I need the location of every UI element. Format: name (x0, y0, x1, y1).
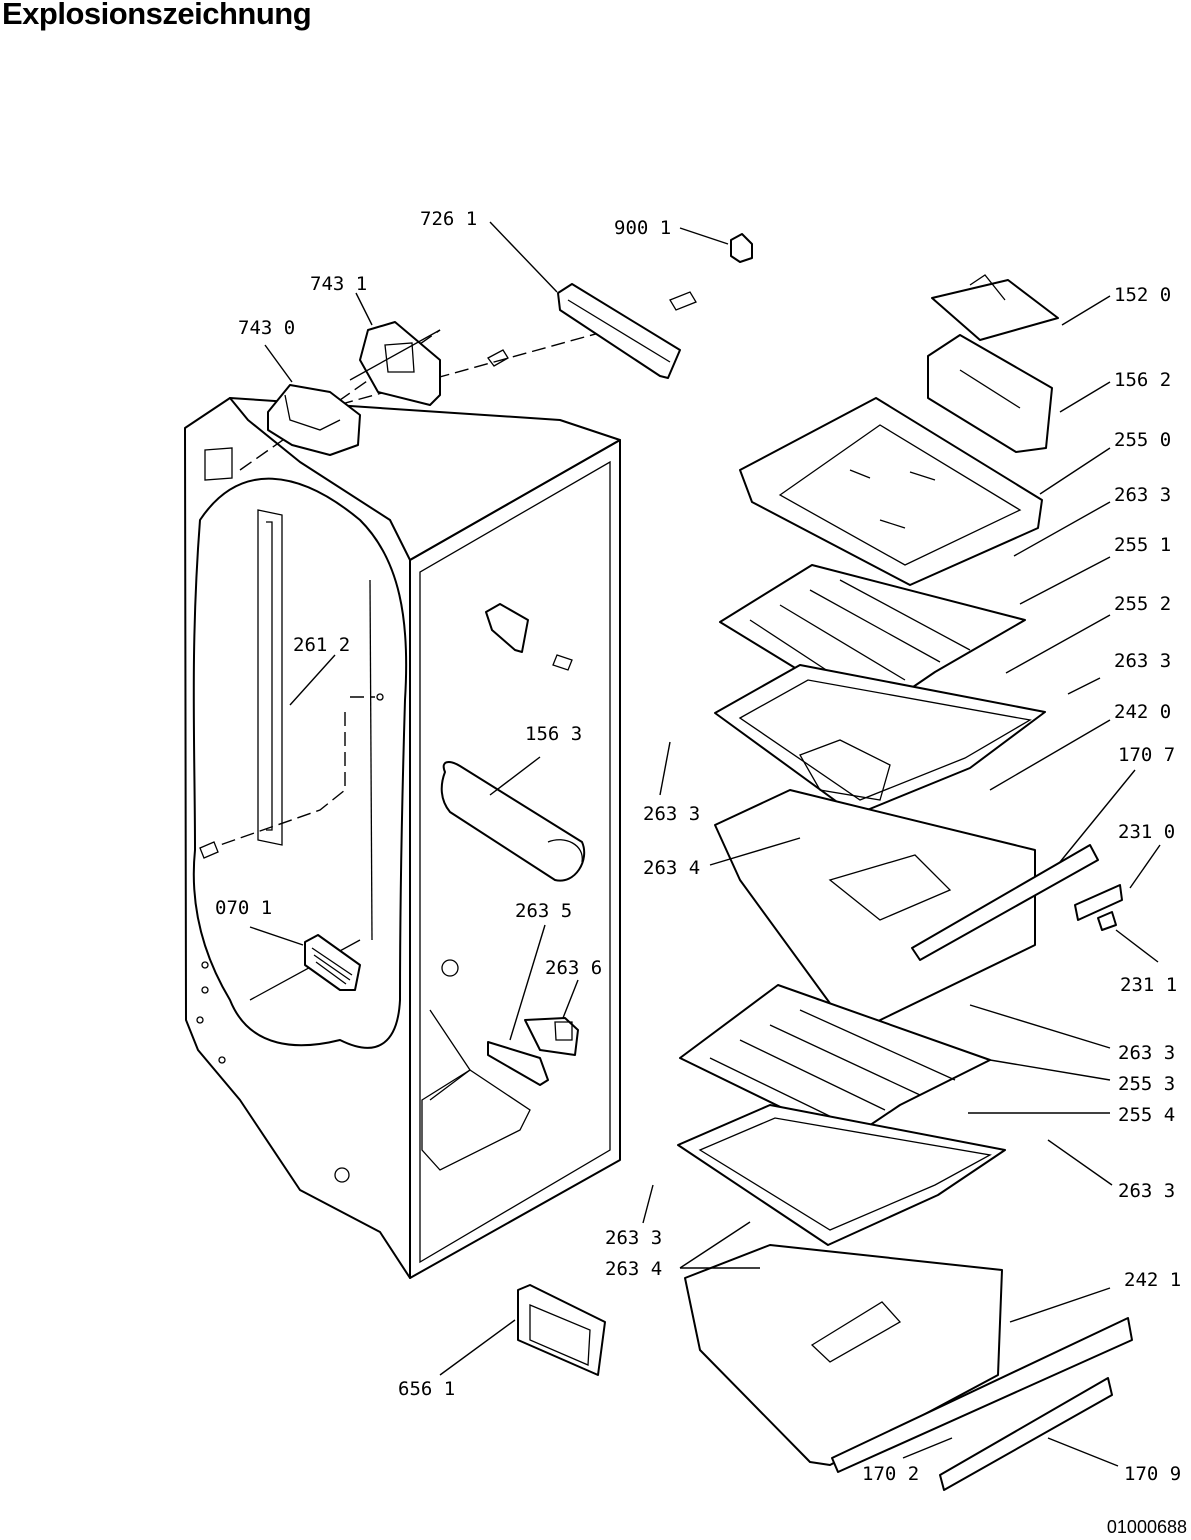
callout-231-1: 231 1 (1120, 974, 1177, 996)
callout-170-2: 170 2 (862, 1463, 919, 1485)
callout-263-3-b: 263 3 (1114, 650, 1171, 672)
callout-263-3-d: 263 3 (1118, 1042, 1175, 1064)
callout-156-3: 156 3 (525, 723, 582, 745)
callout-263-4-b: 263 4 (605, 1258, 662, 1280)
clip (730, 233, 753, 263)
upper-shelf-frame (714, 664, 1046, 816)
callout-263-3-a: 263 3 (1114, 484, 1171, 506)
callout-743-1: 743 1 (310, 273, 367, 295)
upper-door-bin (440, 761, 586, 882)
callout-242-1: 242 1 (1124, 1269, 1181, 1291)
lower-handle-trim (831, 1317, 1133, 1473)
callout-152-0: 152 0 (1114, 284, 1171, 306)
callout-255-4: 255 4 (1118, 1104, 1175, 1126)
callout-263-6: 263 6 (545, 957, 602, 979)
callout-255-0: 255 0 (1114, 429, 1171, 451)
shelf-support-rail (1074, 884, 1123, 931)
callout-656-1: 656 1 (398, 1378, 455, 1400)
upper-crisper-drawer (714, 739, 1036, 1029)
lower-crisper-drawer (684, 1244, 1003, 1466)
upper-drawer-handle (911, 844, 1099, 961)
top-trim-strip (557, 283, 681, 379)
callout-242-0: 242 0 (1114, 701, 1171, 723)
screw (199, 291, 697, 859)
callout-263-3-e: 263 3 (1118, 1180, 1175, 1202)
callout-743-0: 743 0 (238, 317, 295, 339)
cabinet-liner (184, 329, 621, 1279)
callout-255-2: 255 2 (1114, 593, 1171, 615)
callout-261-2: 261 2 (293, 634, 350, 656)
callout-156-2: 156 2 (1114, 369, 1171, 391)
drawing-number: 01000688 (1106, 1517, 1187, 1537)
dairy-bin (927, 334, 1053, 453)
light-bracket (349, 321, 441, 406)
callout-900-1: 900 1 (614, 217, 671, 239)
callout-255-1: 255 1 (1114, 534, 1171, 556)
callout-263-3-c: 263 3 (643, 803, 700, 825)
callout-726-1: 726 1 (420, 208, 477, 230)
callout-170-7: 170 7 (1118, 744, 1175, 766)
light-housing (267, 384, 361, 456)
callout-070-1: 070 1 (215, 897, 272, 919)
lower-drawer-handle (939, 1377, 1113, 1491)
callout-231-0: 231 0 (1118, 821, 1175, 843)
callout-labels: 726 1 900 1 743 1 743 0 152 0 156 2 255 … (215, 208, 1181, 1485)
callout-263-5: 263 5 (515, 900, 572, 922)
cover-plate (517, 1284, 606, 1376)
leader-lines (249, 221, 1161, 1467)
bracket (485, 603, 529, 653)
dairy-bin-lid (931, 274, 1059, 341)
drawer-slide-bracket (487, 1017, 579, 1086)
callout-170-9: 170 9 (1124, 1463, 1181, 1485)
callout-263-3-f: 263 3 (605, 1227, 662, 1249)
air-vent-grille (304, 934, 361, 991)
callout-255-3: 255 3 (1118, 1073, 1175, 1095)
callout-263-4-a: 263 4 (643, 857, 700, 879)
lower-shelf-frame (677, 1104, 1006, 1246)
page-title: Explosionszeichnung (2, 0, 312, 31)
upper-glass-shelf (739, 397, 1043, 586)
